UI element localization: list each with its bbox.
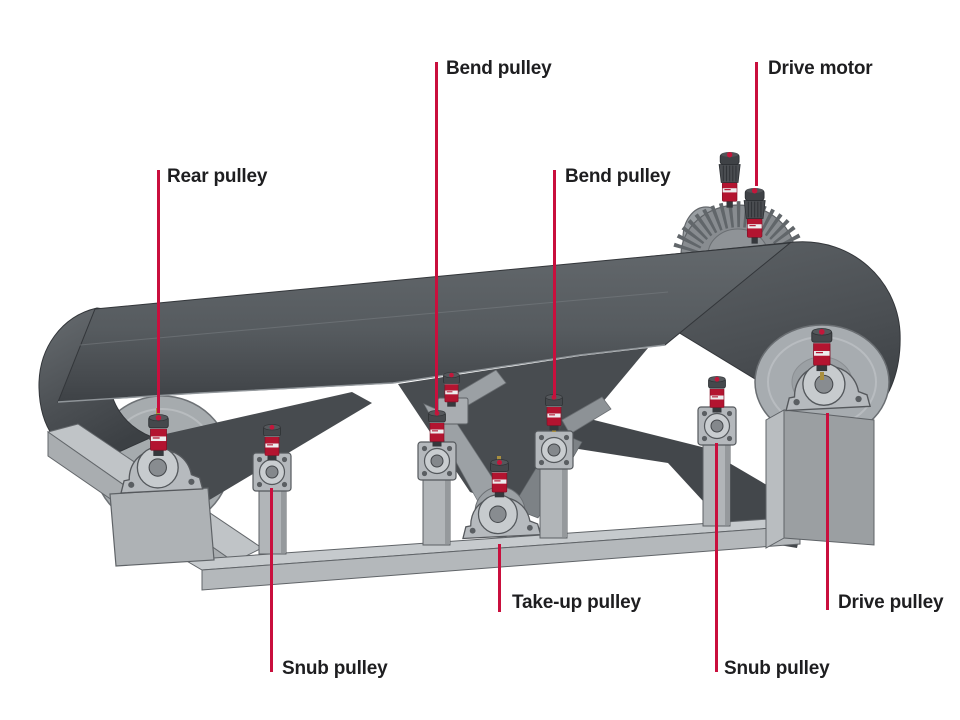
leader-line-bend-pulley-mid [553,170,556,397]
leader-line-take-up-pulley [498,544,501,612]
label-snub-pulley-left: Snub pulley [282,658,388,679]
label-drive-pulley: Drive pulley [838,592,944,613]
take-up-pulley-bearing [462,456,542,540]
bend-pulley-left-post [417,371,461,546]
label-snub-pulley-right: Snub pulley [724,658,830,679]
label-take-up-pulley: Take-up pulley [512,592,641,613]
label-rear-pulley: Rear pulley [167,166,268,187]
drive-pulley-bearing [765,327,875,549]
leader-line-snub-pulley-right [715,443,718,672]
leader-line-bend-pulley-top [435,62,438,412]
label-drive-motor: Drive motor [768,58,873,79]
label-bend-pulley-mid: Bend pulley [565,166,671,187]
bend-pulley-right-post [534,393,574,539]
leader-line-drive-motor [755,62,758,186]
leader-line-snub-pulley-left [270,488,273,672]
leader-line-drive-pulley [826,413,829,610]
leader-line-rear-pulley [157,170,160,413]
label-bend-pulley-top: Bend pulley [446,58,552,79]
conveyor-belt-top-run [57,242,792,403]
